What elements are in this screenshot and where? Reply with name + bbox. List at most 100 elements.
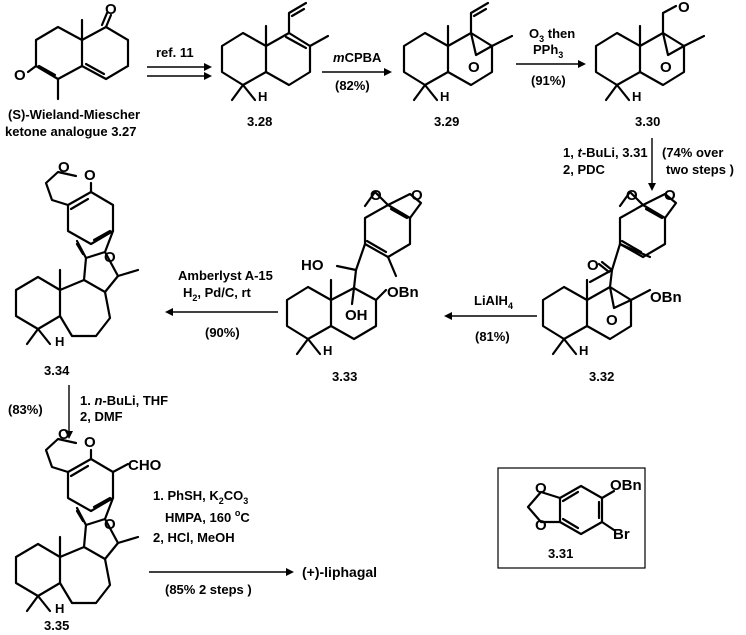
step-3-reagent-pph: PPh — [533, 42, 558, 57]
arrow-step-4 — [648, 138, 656, 191]
arrow-step-5 — [444, 312, 537, 320]
atom-h-3-33: H — [323, 343, 332, 358]
compound-3-32-label: 3.32 — [589, 369, 614, 384]
step-4-yield-line1: (74% over — [662, 145, 723, 160]
atom-o-dioxole-3-32-a: O — [664, 187, 676, 204]
compound-3-34-label: 3.34 — [44, 363, 70, 378]
step-3-reagent-line1: O3 then — [529, 26, 575, 44]
atom-o-epoxide-3-32: O — [606, 312, 618, 329]
atom-o-ketone-left: O — [14, 67, 26, 84]
compound-3-27-structure — [26, 11, 130, 101]
compound-3-33-label: 3.33 — [332, 369, 357, 384]
atom-h-3-32: H — [579, 343, 588, 358]
step-5-reagent: LiAlH4 — [474, 293, 513, 311]
step-6-reagent-h: H — [183, 285, 192, 300]
compound-3-27-label-line2: ketone analogue 3.27 — [5, 124, 137, 139]
step-4-reagent-line1: 1, t-BuLi, 3.31 — [563, 145, 648, 160]
atom-oh-3-33: OH — [345, 307, 368, 324]
step-8-reagent-hmpa: HMPA, 160 — [165, 510, 235, 525]
step-5-reagent-sub: 4 — [508, 301, 513, 311]
atom-h-3-30: H — [632, 89, 641, 104]
atom-o-dioxole-3-34-a: O — [58, 159, 70, 176]
arrow-step-3 — [516, 60, 586, 68]
step-8-reagent-k-sub: 2 — [219, 496, 224, 506]
step-4-reagent-t: t — [577, 145, 582, 160]
step-6-reagent-line1: Amberlyst A-15 — [178, 268, 273, 283]
step-4-yield-line2: two steps ) — [666, 162, 734, 177]
step-4-reagent-line2: 2, PDC — [563, 162, 606, 177]
compound-3-28-label: 3.28 — [247, 114, 272, 129]
atom-h-3-29: H — [440, 89, 449, 104]
step-5-reagent-lialh: LiAlH — [474, 293, 508, 308]
step-3-reagent-o3: O — [529, 26, 539, 41]
compound-3-29-structure — [402, 1, 514, 102]
atom-o-furan-3-35: O — [104, 516, 116, 533]
atom-o-dioxole-3-35-a: O — [58, 426, 70, 443]
step-3-reagent-o3-sub: 3 — [539, 34, 544, 44]
step-7-reagent-n: n — [94, 393, 102, 408]
atom-obn-3-32: OBn — [650, 289, 682, 306]
step-6-reagent-pdc: , Pd/C, rt — [197, 285, 251, 300]
step-2-reagent-rest: CPBA — [345, 50, 382, 65]
atom-cho-3-35: CHO — [128, 457, 162, 474]
step-3-yield: (91%) — [531, 73, 566, 88]
step-8-reagent-co: CO — [224, 488, 244, 503]
atom-ho-3-33: HO — [301, 257, 324, 274]
step-8-reagent-co-sub: 3 — [243, 496, 248, 506]
compound-3-28-structure — [220, 1, 330, 102]
step-3-reagent-pph-sub: 3 — [558, 50, 563, 60]
step-6-reagent-line2: H2, Pd/C, rt — [183, 285, 252, 303]
atom-o-ketone-3-32: O — [587, 257, 599, 274]
atom-o-dioxole-3-34-b: O — [84, 167, 96, 184]
arrow-step-6 — [165, 308, 278, 316]
step-4-reagent-buli: -BuLi, 3.31 — [582, 145, 648, 160]
step-2-reagent: mCPBA — [333, 50, 382, 65]
step-2-reagent-prefix: m — [333, 50, 345, 65]
step-5-yield: (81%) — [475, 329, 510, 344]
arrow-step-8 — [149, 568, 294, 576]
compound-3-31-box — [497, 467, 646, 569]
atom-h-3-34: H — [55, 334, 64, 349]
arrow-step-1 — [147, 63, 212, 80]
atom-o-dioxole-3-33-b: O — [370, 187, 382, 204]
step-7-reagent-line1: 1. n-BuLi, THF — [80, 393, 168, 408]
atom-obn-3-33: OBn — [387, 284, 419, 301]
step-8-yield: (85% 2 steps ) — [165, 582, 252, 597]
step-2-yield: (82%) — [335, 78, 370, 93]
step-7-yield: (83%) — [8, 402, 43, 417]
step-8-reagent-line3: 2, HCl, MeOH — [153, 530, 235, 545]
atom-o-ketone-top: O — [105, 1, 117, 18]
atom-obn-3-31: OBn — [610, 477, 642, 494]
step-6-reagent-h-sub: 2 — [192, 293, 197, 303]
step-8-reagent-phsh: 1. PhSH, K — [153, 488, 219, 503]
final-product-label: (+)-liphagal — [302, 564, 377, 580]
compound-3-32-structure — [541, 190, 678, 356]
compound-3-31-label: 3.31 — [548, 546, 573, 561]
arrow-step-7 — [65, 385, 73, 439]
step-7-reagent-buli: -BuLi, THF — [102, 393, 168, 408]
atom-o-epoxide-3-29: O — [468, 59, 480, 76]
step-8-reagent-line1: 1. PhSH, K2CO3 — [153, 488, 248, 506]
compound-3-29-label: 3.29 — [434, 114, 459, 129]
compound-3-30-label: 3.30 — [635, 114, 660, 129]
step-8-reagent-line2: HMPA, 160 oC — [165, 508, 250, 525]
step-3-reagent-line2: PPh3 — [533, 42, 563, 60]
compound-3-27-label-line1: (S)-Wieland-Miescher — [8, 107, 140, 122]
atom-br-3-31: Br — [613, 526, 630, 543]
compound-3-35-label: 3.35 — [44, 618, 69, 633]
compound-3-33-structure — [285, 190, 423, 356]
step-6-yield: (90%) — [205, 325, 240, 340]
step-7-reagent-line2: 2, DMF — [80, 409, 123, 424]
step-4-reagent-num: 1, — [563, 145, 577, 160]
compound-3-34-structure — [14, 170, 140, 346]
arrow-step-2 — [322, 68, 392, 76]
compound-3-35-structure — [14, 437, 140, 613]
compound-3-30-structure — [594, 4, 706, 102]
step-8-reagent-celsius: C — [240, 510, 250, 525]
step-7-reagent-num: 1. — [80, 393, 94, 408]
step-8-reagent-degree: o — [235, 508, 241, 518]
atom-o-dioxole-3-31-b: O — [535, 517, 547, 534]
atom-o-dioxole-3-31-a: O — [535, 480, 547, 497]
atom-o-dioxole-3-32-b: O — [626, 187, 638, 204]
